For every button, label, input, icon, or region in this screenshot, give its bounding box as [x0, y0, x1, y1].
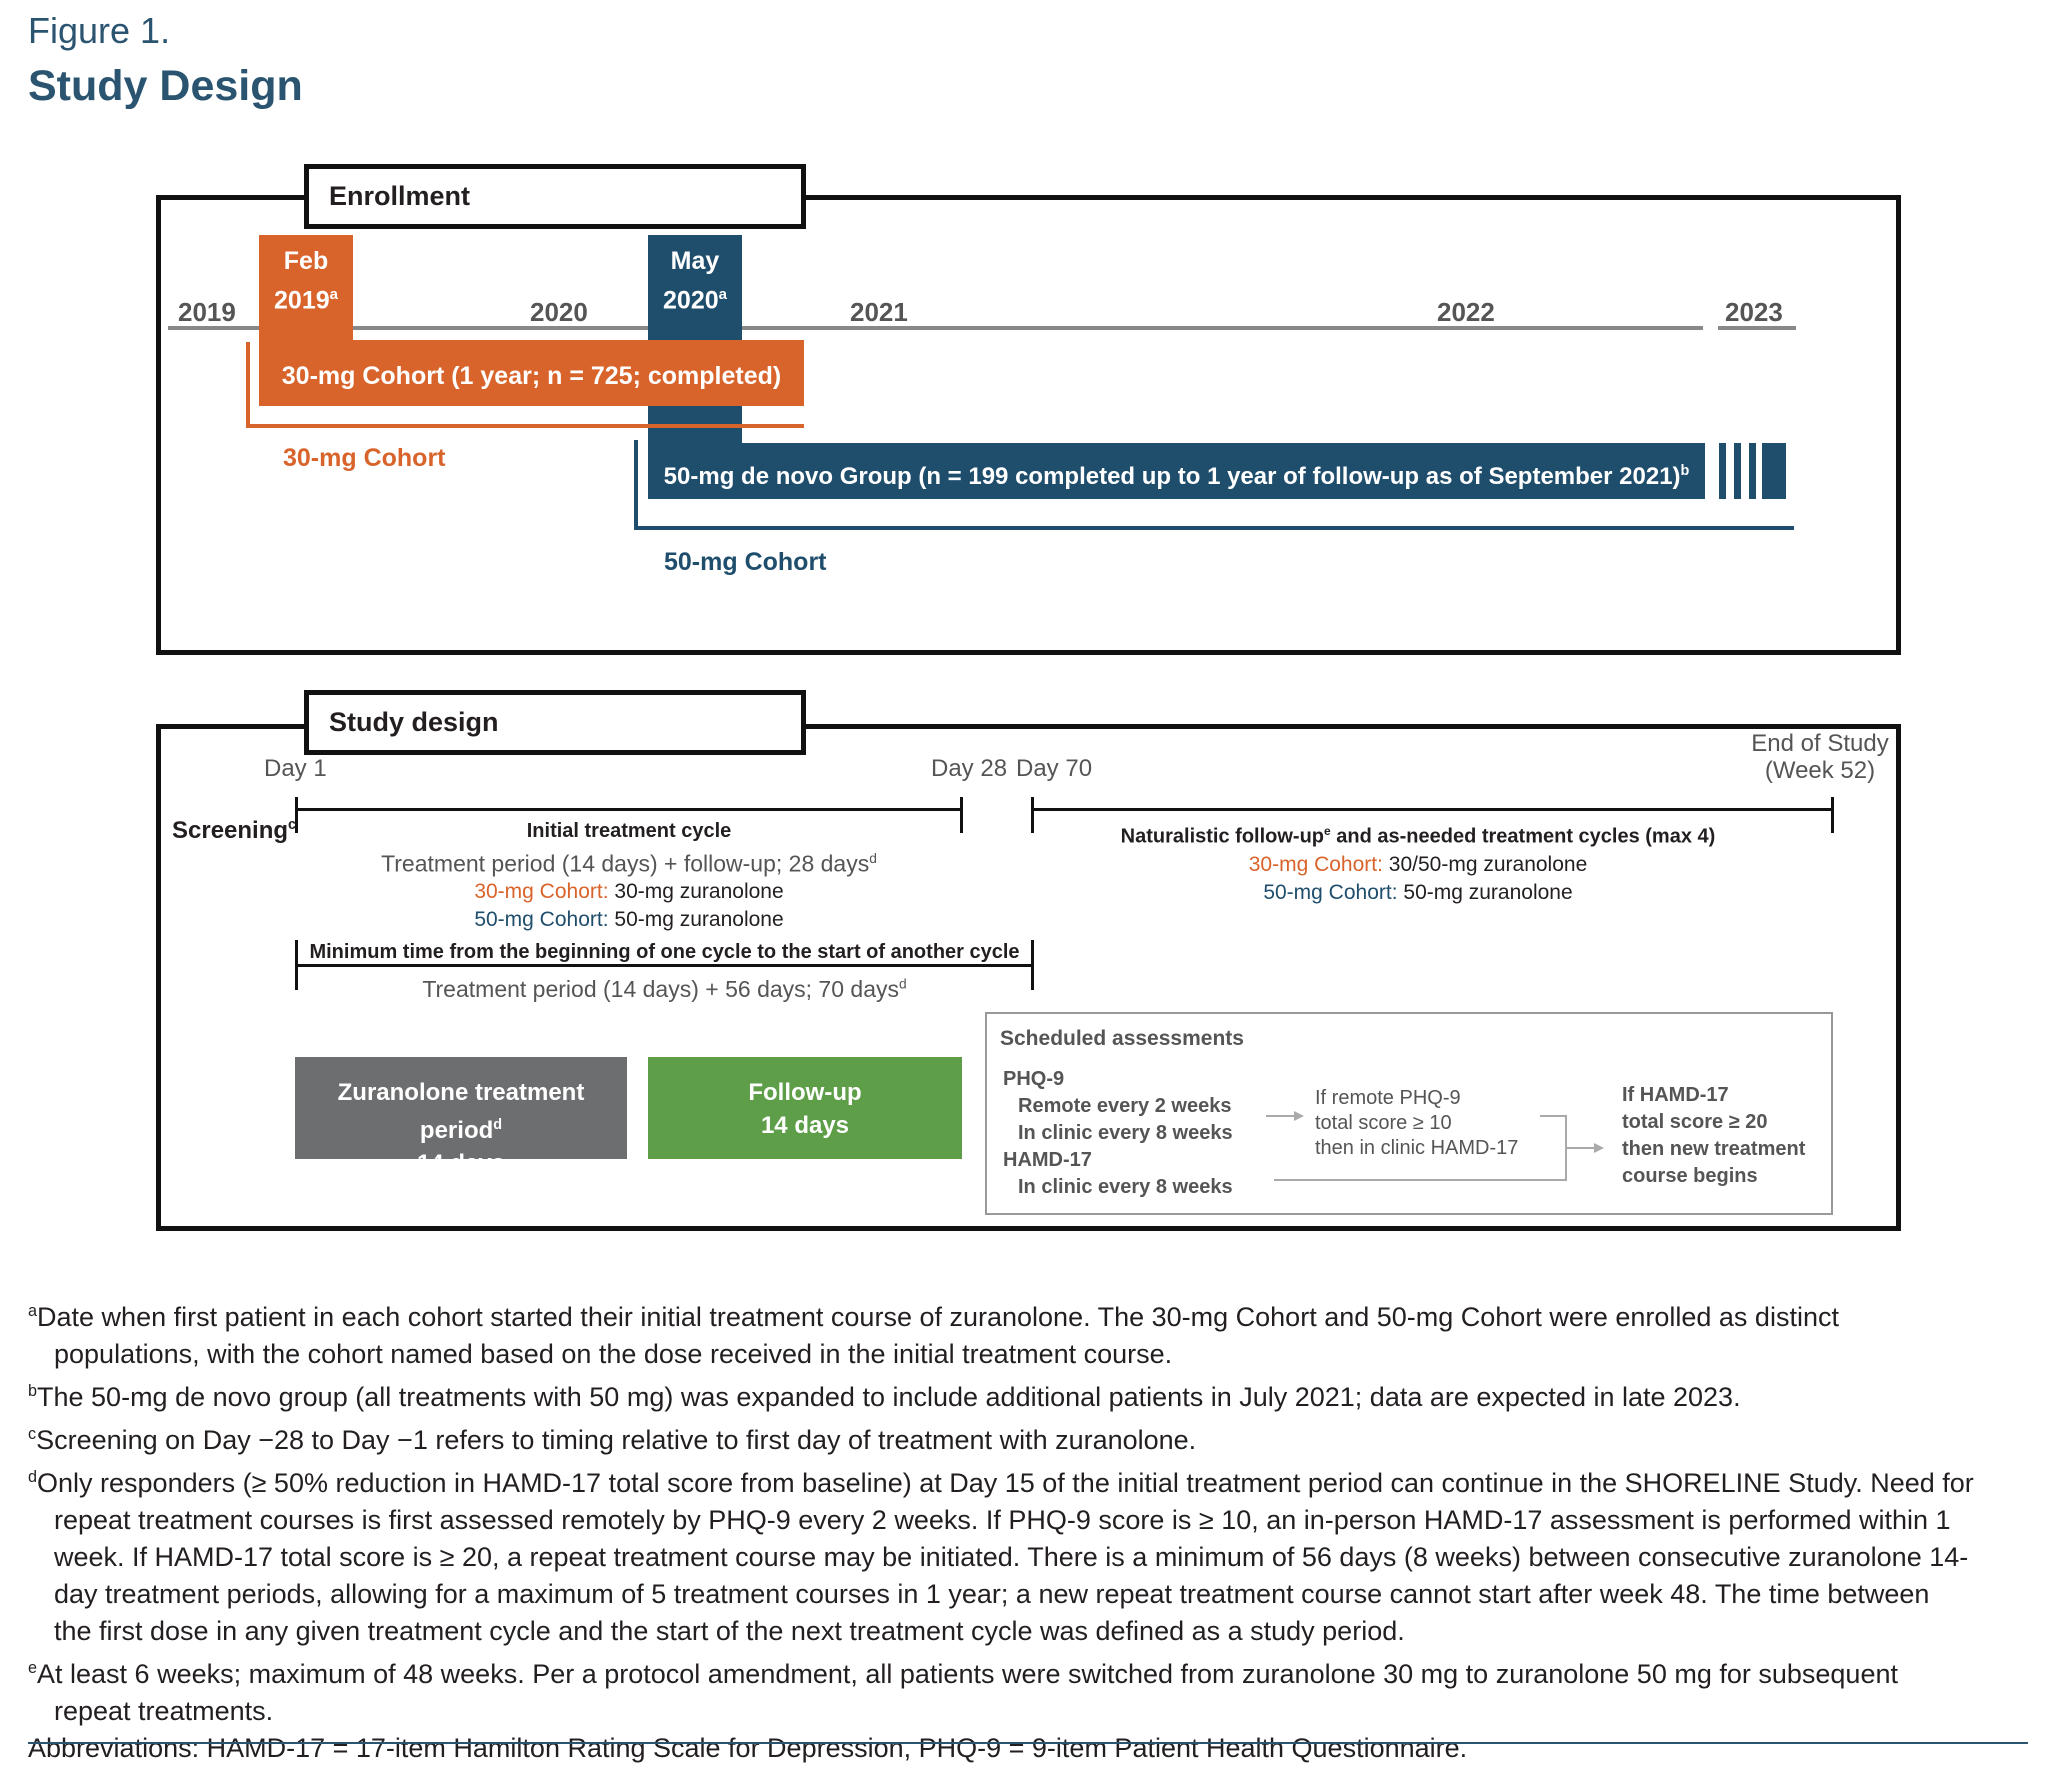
year-2019: 2019 — [178, 297, 236, 327]
min-bracket-right — [1031, 940, 1034, 990]
feb-2019-marker — [259, 235, 353, 345]
condition-phq9: If remote PHQ-9 total score ≥ 10 then in… — [1315, 1087, 1519, 1159]
natural-bracket-line — [1031, 808, 1834, 811]
footnote-a: aDate when first patient in each cohort … — [28, 1302, 1839, 1369]
feb-2019-label: Feb 2019a — [274, 247, 338, 315]
figure-title: Study Design — [28, 62, 303, 110]
initial-cycle-text: Initial treatment cycle Treatment period… — [381, 820, 877, 931]
cohort50-label: 50-mg Cohort — [664, 548, 827, 576]
cohort30-bracket-left — [246, 342, 250, 428]
day28-label: Day 28 — [931, 755, 1008, 782]
day70-label: Day 70 — [1016, 755, 1093, 782]
cohort50-bar — [648, 443, 1705, 499]
natural-bracket-left — [1031, 797, 1034, 833]
follow-up-box — [648, 1057, 962, 1159]
follow-up-text: Follow-up 14 days — [748, 1079, 862, 1139]
cohort50-tail-4 — [1762, 443, 1786, 499]
natural-bracket-right — [1831, 797, 1834, 833]
footnote-e: eAt least 6 weeks; maximum of 48 weeks. … — [28, 1659, 1898, 1726]
min-time-sub: Treatment period (14 days) + 56 days; 70… — [422, 976, 907, 1002]
enrollment-panel — [156, 195, 1901, 655]
footnote-c: cScreening on Day −28 to Day −1 refers t… — [28, 1425, 1197, 1455]
initial-bracket-line — [295, 808, 963, 811]
year-2021: 2021 — [850, 297, 908, 327]
footnote-b: bThe 50-mg de novo group (all treatments… — [28, 1382, 1741, 1412]
year-2022: 2022 — [1437, 297, 1495, 327]
end-of-study-label: End of Study (Week 52) — [1751, 730, 1889, 784]
year-2020: 2020 — [530, 297, 588, 327]
timeline-axis — [168, 326, 1703, 330]
min-bracket-line — [295, 964, 1034, 967]
min-time-title: Minimum time from the beginning of one c… — [298, 941, 1031, 964]
cohort50-tail-2 — [1734, 443, 1741, 499]
screening-label: Screeningc — [172, 817, 297, 844]
year-2023: 2023 — [1725, 297, 1783, 327]
cohort50-bracket-bottom — [634, 526, 1794, 530]
may-2020-label: May 2020a — [663, 247, 727, 315]
timeline-axis-2023 — [1718, 326, 1796, 330]
figure-label: Figure 1. — [28, 10, 171, 51]
study-design-panel — [156, 724, 1901, 1231]
footnote-d: dOnly responders (≥ 50% reduction in HAM… — [28, 1468, 1974, 1646]
treatment-period-text: Zuranolone treatment periodd 14 days — [337, 1079, 585, 1177]
day1-label: Day 1 — [264, 755, 327, 782]
cohort30-bracket-bottom — [246, 424, 804, 428]
assess-list: PHQ-9 Remote every 2 weeks In clinic eve… — [1003, 1068, 1233, 1198]
enrollment-tab: Enrollment — [304, 164, 806, 229]
cohort30-label: 30-mg Cohort — [283, 444, 446, 472]
study-design-tab: Study design — [304, 690, 806, 755]
cohort50-bracket-left — [634, 440, 638, 530]
footnotes: aDate when first patient in each cohort … — [28, 1293, 2028, 1767]
bottom-rule — [28, 1742, 2028, 1744]
initial-bracket-right — [960, 797, 963, 833]
natural-cycle-text: Naturalistic follow-upe and as-needed tr… — [1120, 824, 1716, 904]
abbreviations: Abbreviations: HAMD-17 = 17-item Hamilto… — [28, 1733, 1468, 1763]
scheduled-assessments-box — [985, 1012, 1833, 1215]
cohort30-bar-text: 30-mg Cohort (1 year; n = 725; completed… — [281, 362, 782, 390]
cohort30-bar — [259, 340, 804, 406]
cohort50-tail-1 — [1719, 443, 1726, 499]
assess-title: Scheduled assessments — [1000, 1027, 1244, 1050]
condition-hamd17: If HAMD-17 total score ≥ 20 then new tre… — [1622, 1084, 1806, 1187]
cohort50-tail-3 — [1749, 443, 1756, 499]
cohort50-bar-text: 50-mg de novo Group (n = 199 completed u… — [663, 463, 1690, 490]
treatment-period-box — [295, 1057, 627, 1159]
initial-bracket-left — [295, 797, 298, 833]
assessment-flow-arrows — [1266, 1111, 1604, 1181]
